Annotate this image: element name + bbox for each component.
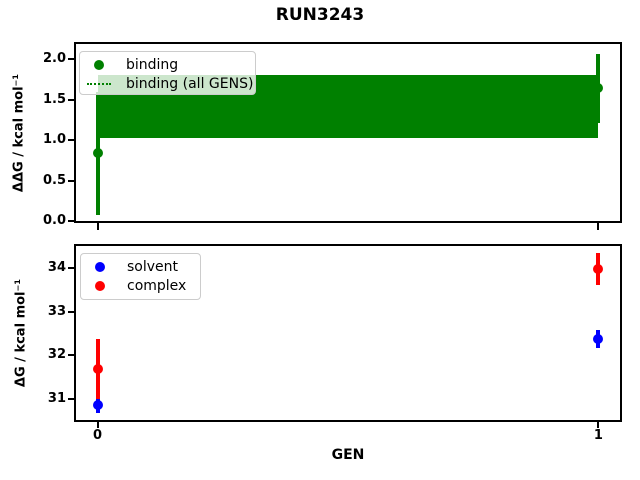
y-tick-label: 34 — [47, 260, 66, 276]
data-point — [593, 333, 604, 344]
y-tick — [68, 220, 75, 223]
bottom-y-axis-label: ΔG / kcal mol⁻¹ — [13, 278, 29, 388]
legend-handle — [85, 280, 115, 291]
complex-marker-icon — [95, 280, 105, 291]
y-tick-label: 0.5 — [42, 172, 66, 188]
top-y-axis-label: ΔΔG / kcal mol⁻¹ — [11, 73, 27, 193]
y-tick — [68, 267, 75, 270]
x-tick-label: 1 — [593, 428, 603, 443]
y-tick — [68, 354, 75, 357]
legend-item-solvent: solvent — [85, 257, 194, 276]
legend-bottom-plot: solvent complex — [80, 253, 201, 300]
legend-label: complex — [127, 277, 187, 294]
legend-handle — [84, 82, 114, 85]
legend-item-complex: complex — [85, 276, 194, 295]
legend-handle — [85, 261, 115, 272]
legend-handle — [84, 59, 114, 70]
legend-item-binding-all-gens: binding (all GENS) — [84, 74, 253, 93]
y-tick-label: 1.5 — [42, 91, 66, 107]
data-point — [92, 148, 103, 159]
y-tick — [68, 98, 75, 101]
legend-label: binding (all GENS) — [126, 75, 254, 92]
y-tick — [68, 397, 75, 400]
y-tick-label: 0.0 — [42, 213, 66, 229]
legend-item-binding: binding — [84, 55, 249, 74]
solvent-marker-icon — [95, 261, 105, 272]
x-tick — [96, 421, 99, 428]
data-point — [92, 400, 103, 411]
data-point — [92, 363, 103, 374]
y-tick-label: 32 — [47, 347, 66, 363]
x-axis-label: GEN — [331, 447, 365, 463]
binding-all-gens-dotted-line-icon — [87, 82, 111, 85]
x-tick-label: 0 — [93, 428, 103, 443]
top-plot-area — [74, 42, 622, 223]
data-point — [593, 83, 604, 94]
y-tick — [68, 310, 75, 313]
binding-marker-icon — [94, 59, 104, 70]
y-tick-label: 33 — [47, 303, 66, 319]
y-tick-label: 31 — [47, 390, 66, 406]
figure-title: RUN3243 — [275, 5, 365, 25]
legend-label: solvent — [127, 258, 179, 275]
x-tick — [597, 421, 600, 428]
x-tick — [96, 223, 99, 230]
x-tick — [597, 223, 600, 230]
y-tick-label: 1.0 — [42, 132, 66, 148]
y-tick-label: 2.0 — [42, 51, 66, 67]
data-point — [593, 264, 604, 275]
y-tick — [68, 58, 75, 61]
legend-top-plot: binding binding (all GENS) — [79, 51, 256, 95]
legend-label: binding — [126, 56, 179, 73]
y-tick — [68, 179, 75, 182]
bottom-plot-area — [74, 244, 622, 422]
y-tick — [68, 139, 75, 142]
